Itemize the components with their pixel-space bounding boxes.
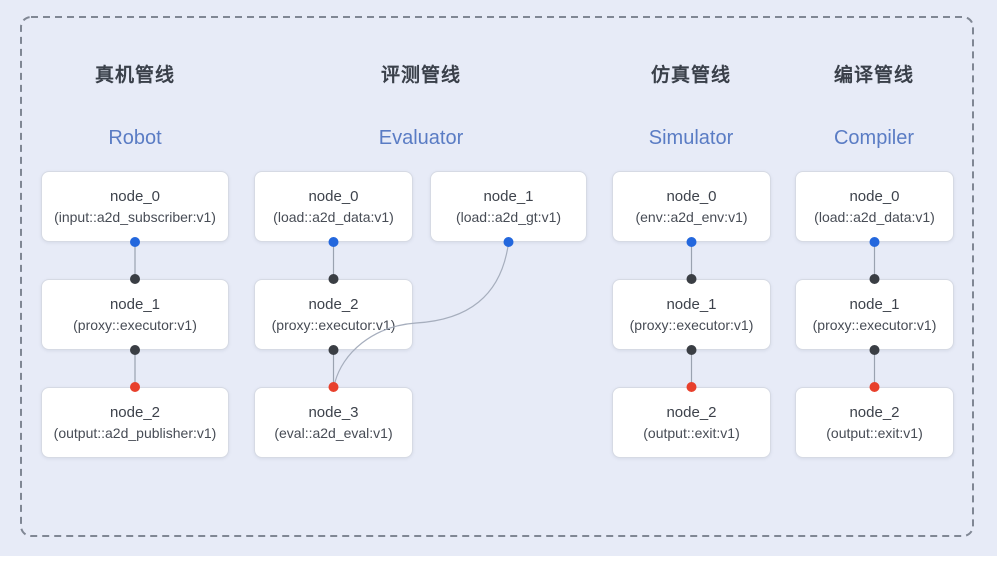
node-title: node_1 bbox=[483, 187, 534, 205]
node-title: node_1 bbox=[849, 295, 900, 313]
pipeline-title-en-robot: Robot bbox=[108, 127, 162, 149]
node-title: node_2 bbox=[666, 403, 717, 421]
node-box-compiler-2: node_2 (output::exit:v1) bbox=[795, 387, 954, 458]
pipeline-title-en-evaluator: Evaluator bbox=[378, 127, 464, 149]
node-title: node_3 bbox=[308, 403, 359, 421]
bottom-margin-strip bbox=[0, 556, 997, 563]
node-box-evaluator-2: node_2 (proxy::executor:v1) bbox=[254, 279, 413, 350]
node-box-robot-1: node_1 (proxy::executor:v1) bbox=[41, 279, 229, 350]
pipeline-title-en-compiler: Compiler bbox=[833, 127, 915, 149]
node-subtitle: (input::a2d_subscriber:v1) bbox=[54, 208, 216, 225]
node-box-simulator-1: node_1 (proxy::executor:v1) bbox=[612, 279, 771, 350]
pipeline-title-zh-compiler: 编译管线 bbox=[833, 65, 914, 86]
pipeline-group-border bbox=[20, 16, 974, 537]
node-box-simulator-0: node_0 (env::a2d_env:v1) bbox=[612, 171, 771, 242]
node-box-evaluator-1: node_1 (load::a2d_gt:v1) bbox=[430, 171, 587, 242]
node-title: node_1 bbox=[109, 295, 161, 313]
node-title: node_0 bbox=[666, 187, 717, 205]
node-box-robot-2: node_2 (output::a2d_publisher:v1) bbox=[41, 387, 229, 458]
node-subtitle: (output::exit:v1) bbox=[643, 424, 740, 441]
node-title: node_1 bbox=[666, 295, 717, 313]
node-box-compiler-1: node_1 (proxy::executor:v1) bbox=[795, 279, 954, 350]
node-title: node_2 bbox=[308, 295, 359, 313]
node-title: node_2 bbox=[849, 403, 900, 421]
node-subtitle: (proxy::executor:v1) bbox=[629, 316, 754, 333]
node-box-robot-0: node_0 (input::a2d_subscriber:v1) bbox=[41, 171, 229, 242]
node-subtitle: (proxy::executor:v1) bbox=[73, 316, 197, 333]
node-subtitle: (output::a2d_publisher:v1) bbox=[53, 424, 217, 441]
node-subtitle: (load::a2d_data:v1) bbox=[814, 208, 935, 225]
node-box-evaluator-3: node_3 (eval::a2d_eval:v1) bbox=[254, 387, 413, 458]
node-subtitle: (proxy::executor:v1) bbox=[812, 316, 937, 333]
node-subtitle: (proxy::executor:v1) bbox=[271, 316, 396, 333]
node-subtitle: (output::exit:v1) bbox=[826, 424, 923, 441]
node-box-simulator-2: node_2 (output::exit:v1) bbox=[612, 387, 771, 458]
node-subtitle: (env::a2d_env:v1) bbox=[635, 208, 748, 225]
node-title: node_0 bbox=[308, 187, 359, 205]
pipeline-title-zh-evaluator: 评测管线 bbox=[380, 65, 461, 86]
node-box-evaluator-0: node_0 (load::a2d_data:v1) bbox=[254, 171, 413, 242]
node-box-compiler-0: node_0 (load::a2d_data:v1) bbox=[795, 171, 954, 242]
node-title: node_0 bbox=[849, 187, 900, 205]
pipeline-title-zh-robot: 真机管线 bbox=[94, 65, 175, 86]
node-subtitle: (load::a2d_gt:v1) bbox=[455, 208, 562, 225]
node-title: node_0 bbox=[109, 187, 161, 205]
node-subtitle: (eval::a2d_eval:v1) bbox=[274, 424, 393, 441]
node-title: node_2 bbox=[109, 403, 161, 421]
node-subtitle: (load::a2d_data:v1) bbox=[273, 208, 394, 225]
